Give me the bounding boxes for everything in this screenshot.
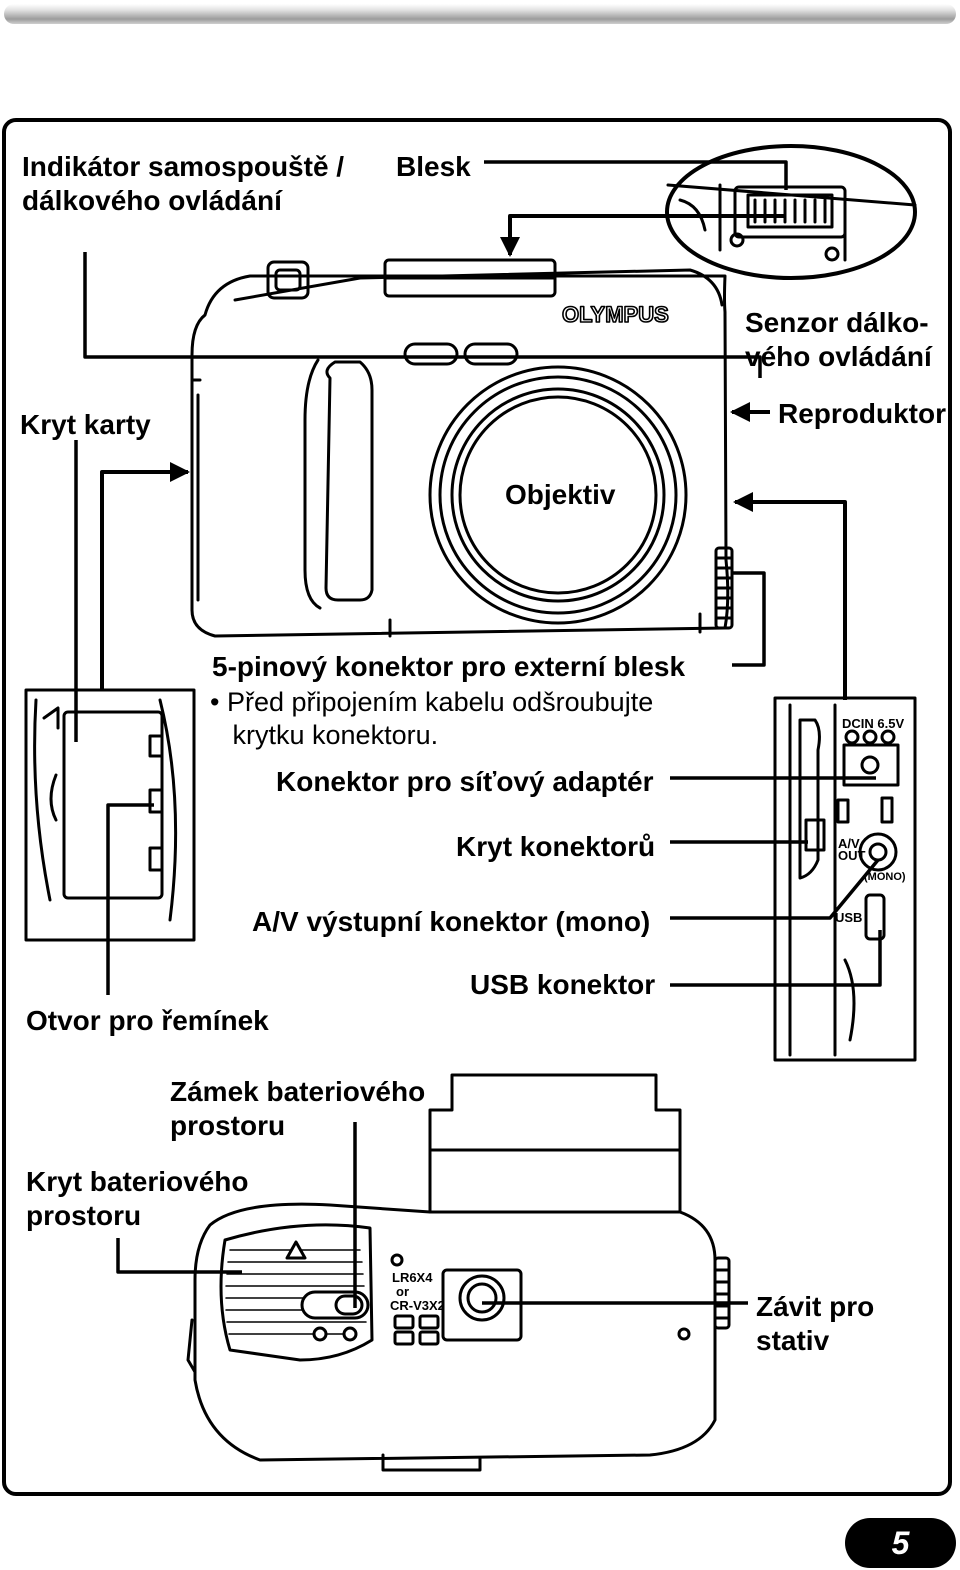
camera-body-outline (190, 274, 730, 638)
lens-outer (428, 365, 688, 625)
dc-in-jack (842, 743, 900, 787)
label-remote-sensor: Senzor dálko- vého ovládání (745, 307, 932, 372)
label-lens: Objektiv (505, 479, 616, 510)
label-flash-connector-note: • Před připojením kabelu odšroubujte kry… (210, 687, 654, 750)
label-card-cover: Kryt karty (20, 409, 151, 440)
grip (324, 360, 374, 602)
bottom-body-outline (193, 1202, 717, 1462)
diagram-frame (2, 118, 952, 1496)
flash-closeup (665, 144, 917, 280)
av-out-jack (858, 832, 898, 872)
card-cover-closeup (24, 688, 196, 942)
svg-text:CR-V3X2: CR-V3X2 (390, 1298, 445, 1313)
leader-flash (484, 160, 788, 190)
tripod-socket (441, 1268, 523, 1342)
label-strap-eyelet: Otvor pro řemínek (26, 1005, 269, 1036)
leader-flash-connector (732, 571, 766, 667)
usb-port (864, 893, 886, 941)
svg-text:LR6X4: LR6X4 (392, 1270, 433, 1285)
camera-front-view: OLYMPUS (190, 258, 734, 638)
label-av-out: A/V výstupní konektor (mono) (252, 906, 651, 937)
brand-logo: OLYMPUS (562, 302, 669, 327)
top-gradient-bar (4, 4, 956, 24)
page-number-badge: 5 (845, 1518, 956, 1568)
label-connector-cover: Kryt konektorů (456, 831, 656, 862)
leader-lines (74, 160, 882, 1308)
connector-panel-closeup: DCIN 6.5V A/V OUT (MONO) USB (773, 696, 917, 1062)
leader-usb (670, 930, 882, 987)
svg-text:or: or (396, 1284, 409, 1299)
label-usb: USB konektor (470, 969, 656, 1000)
lens-barrel-top (428, 1073, 682, 1152)
remote-sensor-window (463, 342, 519, 366)
leader-strap-eyelet (106, 803, 154, 995)
label-battery-lock: Zámek bateriového prostoru (170, 1076, 426, 1141)
svg-text:DCIN 6.5V: DCIN 6.5V (842, 716, 904, 731)
label-speaker: Reproduktor (778, 398, 946, 429)
self-timer-window (403, 342, 459, 366)
page-number: 5 (891, 1525, 910, 1561)
top-plate (233, 268, 724, 307)
camera-bottom-view: LR6X4 or CR-V3X2 (186, 1073, 731, 1472)
flash-tube (733, 185, 847, 239)
leader-self-timer (83, 252, 762, 378)
shutter-dial (266, 260, 310, 300)
label-self-timer: Indikátor samospouště / dálkového ovládá… (22, 151, 345, 216)
battery-cover (219, 1223, 374, 1362)
label-tripod: Závit pro stativ (756, 1291, 875, 1356)
label-battery-cover: Kryt bateriového prostoru (26, 1166, 249, 1231)
label-flash: Blesk (396, 151, 471, 182)
label-dc-connector: Konektor pro síťový adaptér (276, 766, 654, 797)
svg-text:(MONO): (MONO) (864, 871, 906, 883)
connector-cover-door (798, 718, 821, 880)
leader-battery-cover (116, 1238, 242, 1274)
svg-text:USB: USB (835, 910, 862, 925)
leader-av-out (670, 858, 880, 920)
label-flash-connector: 5-pinový konektor pro externí blesk (212, 651, 686, 682)
